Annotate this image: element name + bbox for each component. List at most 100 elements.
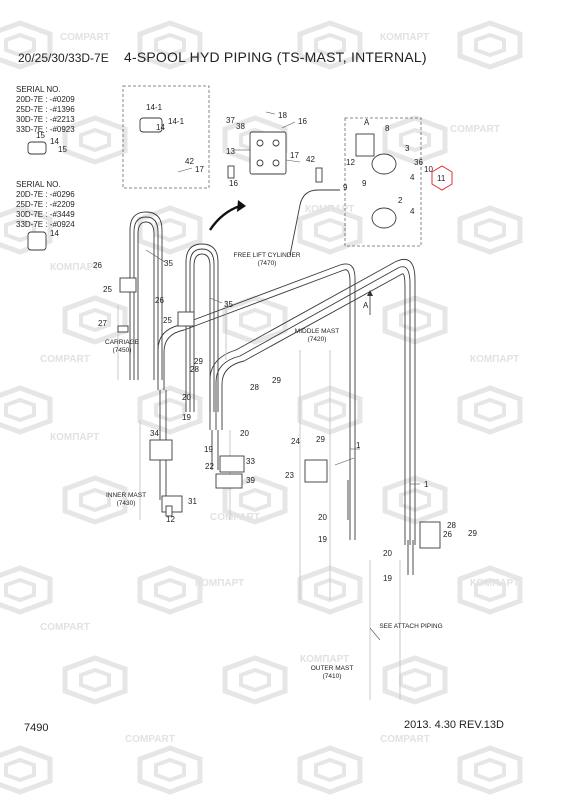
serial-row: 20D-7E : -#0209 [16,95,75,104]
watermark-text: КОМПАРТ [195,578,244,589]
caption-carriage-code: (7450) [113,347,132,354]
pulley-3 [371,153,397,175]
part-label: 27 [98,319,107,328]
part-label: 15 [58,145,67,154]
part-label: 37 [226,116,235,125]
main-hose-1 [221,273,406,545]
caption-free-lift: FREE LIFT CYLINDER [233,252,300,259]
part-label: 1 [424,480,429,489]
caption-outer-mast-code: (7410) [323,673,342,680]
main-hose-1 [215,266,411,545]
part-label: 22 [205,462,214,471]
part-label: 39 [246,476,255,485]
part-label: 4 [410,173,415,182]
part-label: 1 [356,441,361,450]
assembly-captions: FREE LIFT CYLINDER (7470) MIDDLE MAST (7… [105,252,443,680]
caption-middle-mast-code: (7420) [308,336,327,343]
caption-carriage: CARRIAGE [105,339,140,346]
part-label: 19 [383,574,392,583]
part-label: 3 [405,144,410,153]
fittings [27,117,441,549]
bolt-hole [272,159,280,167]
leader-lines [145,111,420,641]
serial-heading: SERIAL NO. [16,180,61,189]
bracket-34 [149,439,173,461]
part-label: 29 [468,529,477,538]
part-label: 26 [93,261,102,270]
part-label: 14 [156,123,165,132]
serial-row: 25D-7E : -#1396 [16,105,75,114]
serial-row: 33D-7E : -#0923 [16,125,75,134]
inset-box-view-a [344,117,422,247]
hose-loop-35-right [185,243,219,412]
part-label: 28 [190,365,199,374]
part-label: 17 [195,165,204,174]
main-hose-1 [209,258,416,545]
watermark-text: КОМПАРТ [470,354,519,365]
part-label: 36 [414,158,423,167]
main-hose-1 [163,269,351,540]
inset-box-14-1 [122,85,210,189]
bolt-12 [165,505,173,517]
serial-row: 30D-7E : -#3449 [16,210,75,219]
caption-see-attach: SEE ATTACH PIPING [379,623,442,630]
block-39 [215,473,243,489]
watermark-text: КОМПАРТ [470,578,519,589]
serial-block-bottom: SERIAL NO. 20D-7E : -#0296 25D-7E : -#22… [16,180,75,230]
fitting-14-1 [139,117,163,133]
part-label: 16 [298,117,307,126]
hose-lines [129,189,416,575]
bolt-27 [117,325,129,333]
part-label: 19 [204,445,213,454]
arrow-head [237,200,246,212]
caption-inner-mast-code: (7430) [117,500,136,507]
part-label: 26 [443,530,452,539]
part-label: 18 [278,111,287,120]
free-lift-hose [289,189,340,256]
main-hose-1 [157,263,356,540]
part-label: 38 [236,122,245,131]
part-label: 28 [447,521,456,530]
mast-outlines [117,300,401,700]
part-labels: 14-1 14-1 14 42 17 15 14 15 14 18 16 37 … [36,103,477,583]
part-label: A [364,118,370,127]
part-label: 14-1 [146,103,163,112]
part-label: 17 [290,151,299,160]
part-label: 12 [166,515,175,524]
bracket-23 [304,459,328,483]
part-label: 20 [383,549,392,558]
watermark-text: КОМПАРТ [380,32,429,43]
part-label: 12 [346,158,355,167]
outer-mast-outline [369,560,401,700]
bolt-42 [315,167,323,183]
part-label: 14 [50,229,59,238]
valve-block-25 [119,277,137,293]
page-number: 7490 [24,722,49,734]
part-label: 11 [437,174,446,183]
serial-block-top: SERIAL NO. 20D-7E : -#0209 25D-7E : -#13… [16,85,75,135]
watermark-text: COMPART [380,734,430,745]
watermark-text: COMPART [40,354,90,365]
part-label: 26 [155,296,164,305]
watermark-text: КОМПАРТ [50,432,99,443]
hose-loop-35-left [129,211,163,380]
hose-loop-35-left [133,216,159,380]
bracket-lower [419,521,441,549]
part-label: 35 [164,259,173,268]
serial-heading: SERIAL NO. [16,85,61,94]
part-label: 20 [240,429,249,438]
part-label: 14-1 [168,117,185,126]
fitting-15 [27,141,47,155]
curved-arrow-icon [209,204,241,231]
view-a-label: A [363,301,369,310]
caption-free-lift-code: (7470) [258,260,277,267]
watermark-text: COMPART [125,734,175,745]
part-label: 8 [385,124,390,133]
highlight-hexagon [431,165,453,191]
caption-inner-mast: INNER MAST [106,492,146,499]
part-label: 29 [194,357,203,366]
serial-row: 30D-7E : -#2213 [16,115,75,124]
bolt-hole [272,139,280,147]
pulley-2 [371,207,397,229]
